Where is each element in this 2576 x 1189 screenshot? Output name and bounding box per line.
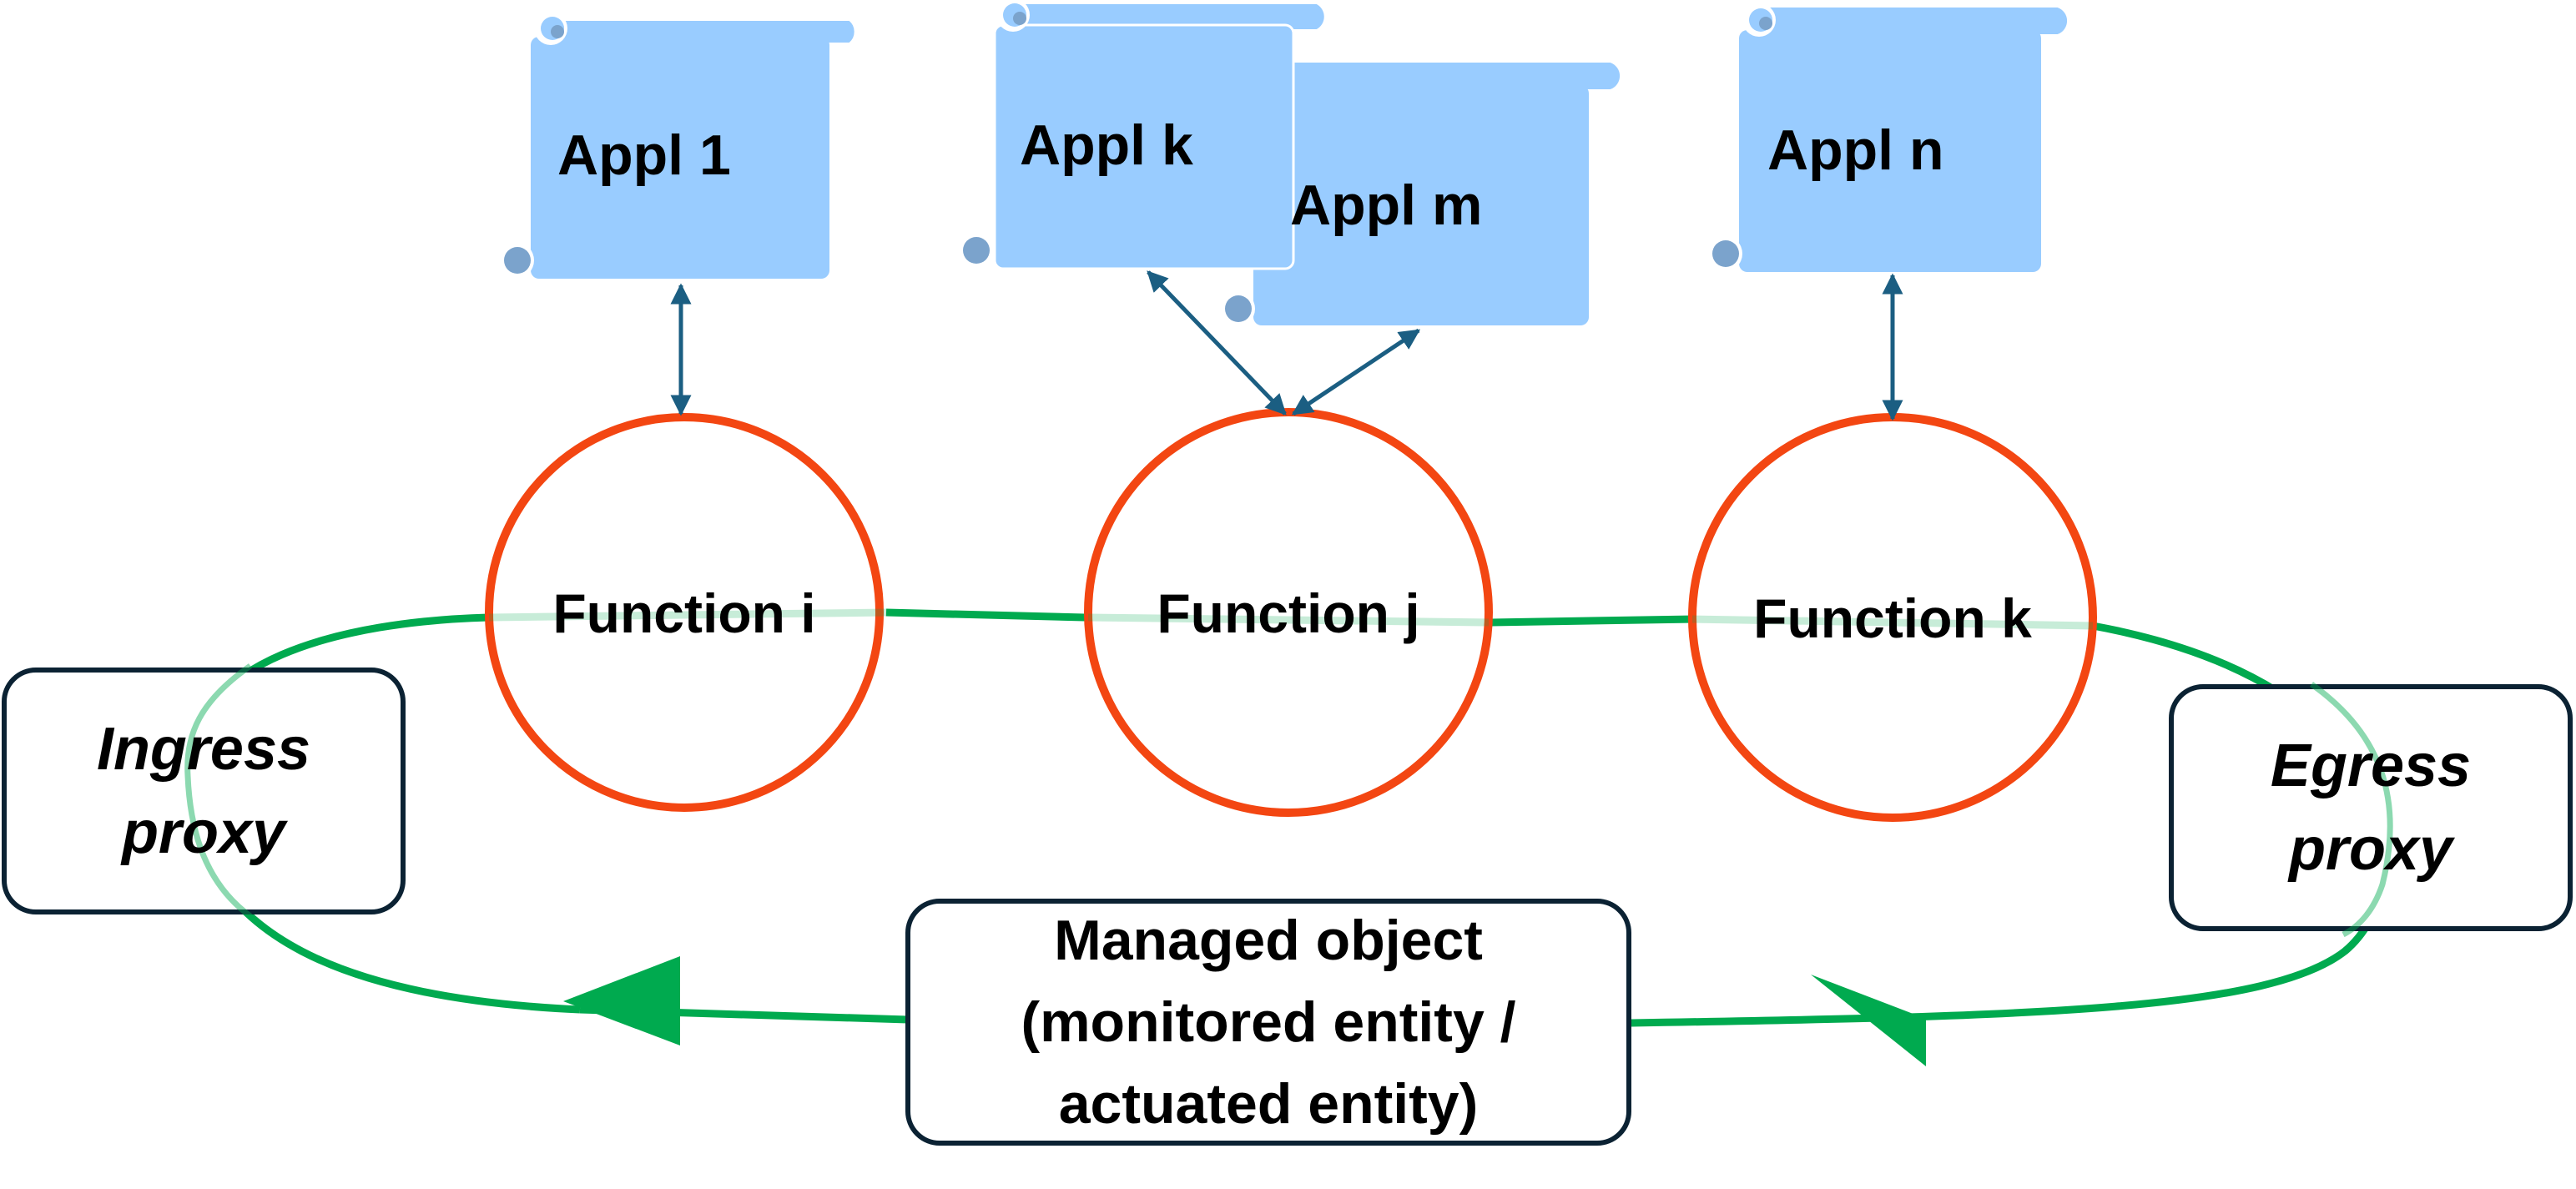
function-i-label: Function i	[552, 582, 816, 644]
managed-object-box	[905, 899, 1631, 1146]
loop-line-j-k	[1490, 615, 1695, 627]
ingress-proxy-label: Ingress proxy	[4, 670, 403, 912]
function-i-circle	[485, 413, 884, 812]
egress-proxy-label: Egress proxy	[2171, 687, 2570, 929]
egress-proxy-line-1: Egress	[2270, 733, 2472, 799]
loop-ghost-egress	[2309, 682, 2393, 938]
appl-m-scroll	[1218, 61, 1622, 327]
flow-arrowhead-right	[1811, 975, 1926, 1066]
loop-ghost-function-k	[1691, 615, 2094, 630]
managed-object-label: Managed object (monitored entity / actua…	[908, 901, 1629, 1143]
loop-ghost-ingress	[184, 663, 253, 919]
appl-k-label: Appl k	[1020, 113, 1193, 177]
ingress-proxy-line-1: Ingress	[96, 716, 311, 783]
appl-1-scroll	[497, 12, 856, 279]
arrow-appl-k-function-j	[1147, 270, 1287, 416]
appl-n-scroll	[1706, 3, 2069, 272]
flow-arrowhead-left	[563, 956, 680, 1045]
appl-1-label: Appl 1	[557, 123, 731, 187]
loop-ghost-function-i	[488, 608, 887, 622]
managed-object-line-1: Managed object	[1054, 909, 1483, 972]
appl-k-scroll	[956, 0, 1326, 270]
managed-object-line-2: (monitored entity /	[1021, 990, 1516, 1054]
arrow-appl-m-function-j	[1291, 328, 1421, 416]
ingress-proxy-box	[2, 668, 406, 914]
appl-n-label: Appl n	[1767, 118, 1944, 182]
ingress-proxy-line-2: proxy	[121, 799, 286, 866]
managed-object-line-3: actuated entity)	[1058, 1072, 1479, 1136]
loop-line-i-j	[885, 608, 1086, 622]
loop-ghost-function-j	[1087, 613, 1490, 627]
appl-m-label: Appl m	[1290, 174, 1483, 237]
function-k-label: Function k	[1753, 587, 2032, 649]
function-j-circle	[1084, 408, 1493, 817]
egress-proxy-line-2: proxy	[2288, 816, 2453, 883]
function-j-label: Function j	[1157, 582, 1420, 644]
egress-proxy-box	[2169, 684, 2573, 931]
